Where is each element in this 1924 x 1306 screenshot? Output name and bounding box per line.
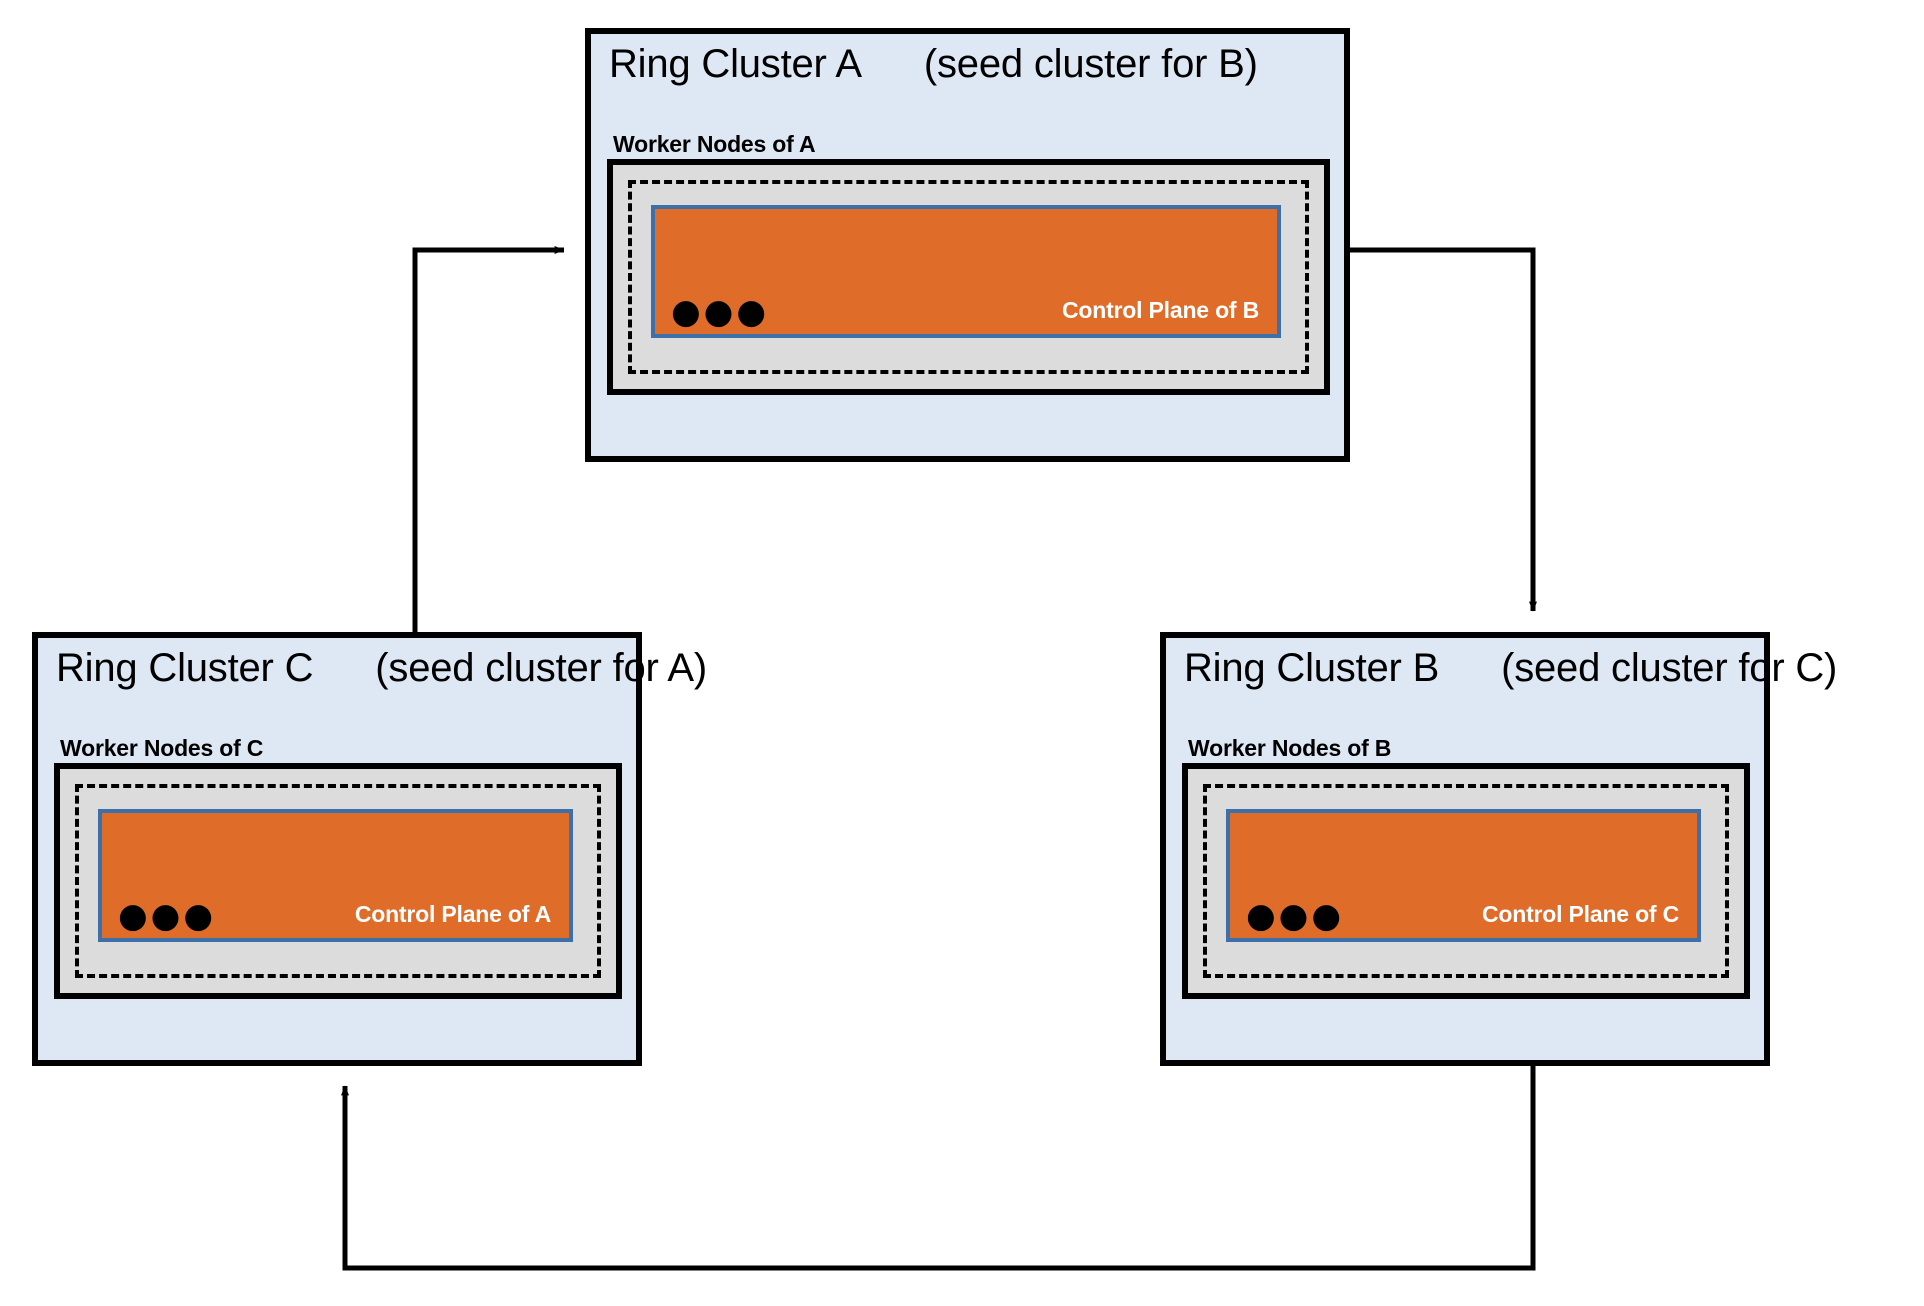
cluster-a-control-plane-label: Control Plane of B — [1061, 297, 1259, 323]
cluster-c-seed-note: (seed cluster for A) — [375, 646, 707, 690]
cluster-b-worker-label: Worker Nodes of B — [1188, 735, 1392, 761]
cluster-c-worker-box[interactable]: ●●● Control Plane of A — [54, 763, 622, 999]
cluster-c-control-plane[interactable]: ●●● Control Plane of A — [98, 809, 573, 942]
arrow-b-to-c — [341, 1065, 1536, 1271]
cluster-c-node-boundary — [75, 784, 601, 978]
cluster-b-ellipsis-dots: ●●● — [1246, 896, 1345, 936]
cluster-b-node-boundary — [1203, 784, 1729, 978]
cluster-b-control-plane[interactable]: ●●● Control Plane of C — [1226, 809, 1701, 942]
cluster-a-control-plane[interactable]: ●●● Control Plane of B — [651, 205, 1281, 338]
cluster-a-worker-box[interactable]: ●●● Control Plane of B — [607, 159, 1330, 395]
cluster-c-title: Ring Cluster C (seed cluster for A) — [56, 646, 707, 691]
cluster-c-ellipsis-dots: ●●● — [118, 896, 217, 936]
cluster-b-seed-note: (seed cluster for C) — [1501, 646, 1838, 690]
cluster-a-ellipsis-dots: ●●● — [671, 292, 770, 332]
cluster-a-worker-label: Worker Nodes of A — [613, 131, 816, 157]
cluster-b-name: Ring Cluster B — [1184, 646, 1440, 690]
arrow-c-to-a — [412, 246, 565, 632]
cluster-b-worker-box[interactable]: ●●● Control Plane of C — [1182, 763, 1750, 999]
cluster-b-title: Ring Cluster B (seed cluster for C) — [1184, 646, 1837, 691]
cluster-c-worker-label: Worker Nodes of C — [60, 735, 264, 761]
cluster-a-name: Ring Cluster A — [609, 42, 862, 86]
cluster-a-title: Ring Cluster A (seed cluster for B) — [609, 42, 1258, 87]
cluster-b-control-plane-label: Control Plane of C — [1481, 901, 1679, 927]
cluster-a-seed-note: (seed cluster for B) — [923, 42, 1258, 86]
ring-cluster-b[interactable]: Ring Cluster B (seed cluster for C) Work… — [1160, 632, 1837, 1066]
arrow-a-to-b — [1350, 247, 1537, 612]
cluster-a-node-boundary — [628, 180, 1309, 374]
cluster-c-control-plane-label: Control Plane of A — [354, 901, 551, 927]
ring-cluster-a[interactable]: Ring Cluster A (seed cluster for B) Work… — [585, 28, 1350, 462]
cluster-c-name: Ring Cluster C — [56, 646, 314, 690]
ring-cluster-c[interactable]: Ring Cluster C (seed cluster for A) Work… — [32, 632, 707, 1066]
